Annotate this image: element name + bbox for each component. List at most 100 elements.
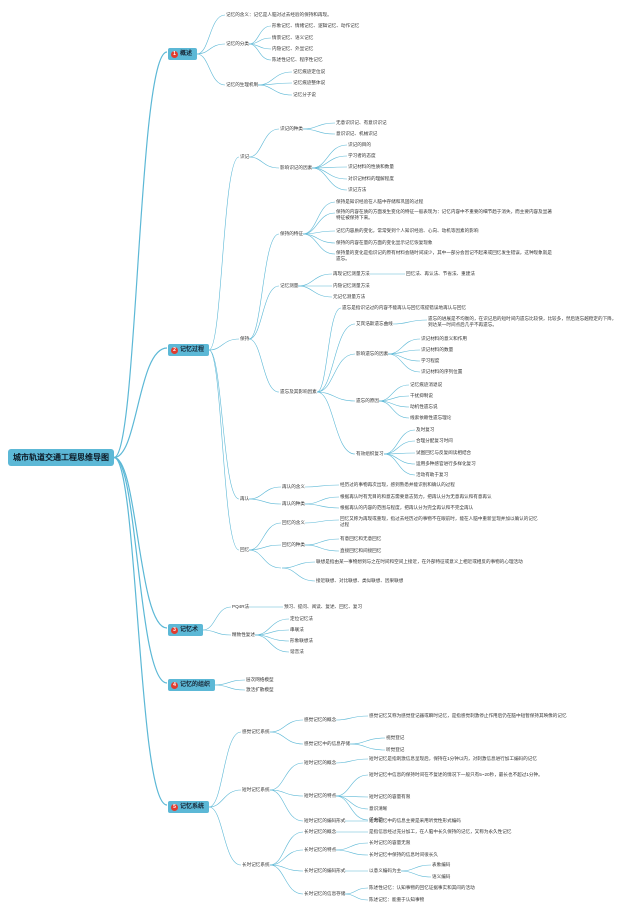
node-s3[interactable]: 长时记忆系统 [242,862,270,867]
node-a3c[interactable]: 记忆分子说 [293,92,316,97]
node-s12a[interactable]: 视觉登记 [386,735,405,740]
node-b21a[interactable]: 保持是知识经验在人脑中存储和巩固的过程 [336,199,424,204]
node-a2[interactable]: 记忆的分类 [226,41,249,46]
node-s2[interactable]: 短时记忆系统 [242,787,270,792]
node-b3[interactable]: 再认 [240,496,250,501]
node-b23d[interactable]: 遗忘的原因 [356,398,379,403]
node-b21c[interactable]: 记忆内容质的变化，常常受到个人知识经验、心向、动机等因素的影响 [336,228,479,233]
node-b32b[interactable]: 根据再认的内容的范围与程度，把再认分为完全再认和不完全再认 [340,505,474,510]
node-b23c4[interactable]: 识记材料的序列位置 [421,369,463,374]
node-b12c[interactable]: 识记材料的性质和数量 [348,164,394,169]
node-b23d1[interactable]: 记忆痕迹消退说 [410,382,443,387]
node-b41[interactable]: 回忆的含义 [282,520,305,525]
node-b23[interactable]: 遗忘及其影响因素 [280,389,317,394]
node-b12d[interactable]: 对识记材料的理解程度 [348,176,394,181]
node-s22a[interactable]: 短时记忆中信息的保持时间在不复述的情况下一般只有5~20秒，最长也不超过1分钟。 [369,772,543,777]
node-o2[interactable]: 激活扩散模型 [246,687,274,692]
node-s34[interactable]: 长时记忆的信息存储 [304,891,346,896]
node-b23b1[interactable]: 遗忘的进展是不均衡的，在识记后的短时间内遗忘比较快，比较多，然后逐忘越稳定的下降… [428,316,617,327]
node-s1[interactable]: 感觉记忆系统 [242,729,270,734]
node-s34a[interactable]: 陈述性记忆：认知事物的回忆证据事实和其间的活动 [369,885,475,890]
node-b32[interactable]: 再认的种类 [282,501,305,506]
node-s33a1[interactable]: 表象编码 [432,862,451,867]
node-b23d4[interactable]: 线索依赖性遗忘理论 [410,415,452,420]
node-b21e[interactable]: 保持量的变化是指识记的原有材料会随时间减少，其中一部分会因记不起来或回忆发生错误… [336,250,552,261]
node-b23e3[interactable]: 试图回忆与反复阅读相结合 [416,450,472,455]
node-b43a[interactable]: 联想是指由某一事物想到与之在时间和空间上接近，在外部特征或意义上相近或相反的事物… [316,559,523,564]
node-b23b[interactable]: 艾宾浩斯遗忘曲线 [356,321,393,326]
node-m2[interactable]: 精致性复述 [232,632,255,637]
node-b21d[interactable]: 保持的内容在量的方面的变化显示记忆恢复现象 [336,240,433,245]
node-a2d[interactable]: 陈述性记忆、程序性记忆 [272,57,323,62]
node-s33[interactable]: 长时记忆的编码形式 [304,868,346,873]
node-s31[interactable]: 长时记忆的概念 [304,829,337,834]
node-b1[interactable]: 识记 [240,154,250,159]
node-b31[interactable]: 再认的含义 [282,484,305,489]
node-a3b[interactable]: 记忆痕迹整体说 [293,80,326,85]
node-s12[interactable]: 感觉记忆中的信息存储 [304,741,350,746]
node-b22a1[interactable]: 回忆法、再认法、节省法、重建法 [406,271,475,276]
node-a3[interactable]: 记忆的生理机制 [226,82,259,87]
node-s32a[interactable]: 长时记忆的容量无限 [369,840,411,845]
node-m2b[interactable]: 串联法 [290,627,304,632]
node-b42[interactable]: 回忆的种类 [282,542,305,547]
node-b2[interactable]: 保持 [240,336,250,341]
node-s33a2[interactable]: 语义编码 [432,874,451,879]
node-s21a[interactable]: 短时记忆是指刺激信息呈现后，保持在1分钟以内，对刺激信息进行加工编码的记忆 [369,756,537,761]
node-b22a[interactable]: 再现记忆测量方法 [333,271,370,276]
node-s32[interactable]: 长时记忆的特点 [304,847,337,852]
node-b23c3[interactable]: 学习程度 [421,358,440,363]
node-b12e[interactable]: 识记方法 [348,187,367,192]
node-b42a[interactable]: 有意回忆和无意回忆 [340,536,382,541]
node-b11a[interactable]: 无意识识记、有意识识记 [336,120,387,125]
node-b21b[interactable]: 保持的内容在质的方面发生变化的特征一般表现为：记忆内容中不重要的细节趋于消失，而… [336,209,552,220]
node-b32a[interactable]: 根据再认时有无目的和意志需要意志努力，把再认分为无意再认和有意再认 [340,494,492,499]
node-s11[interactable]: 感觉记忆的概念 [304,717,337,722]
node-m2a[interactable]: 定位记忆法 [290,616,313,621]
node-b23e2[interactable]: 合理分配复习时间 [416,438,453,443]
node-b4[interactable]: 回忆 [240,547,250,552]
node-a1[interactable]: 记忆的含义：记忆是人脑对过去经验的保持和再现。 [226,12,332,17]
node-b21[interactable]: 保持的特征 [280,231,303,236]
node-b23c2[interactable]: 识记材料的数量 [421,347,454,352]
node-s12b[interactable]: 听觉登记 [386,747,405,752]
node-s34b[interactable]: 陈述记忆：能重于认知事物 [369,897,425,902]
node-s31a[interactable]: 是指信息经过充分加工，在人脑中长久保持的记忆，又称为永久性记忆 [369,829,512,834]
root-node[interactable]: 城市轨道交通工程思维导图 [8,449,114,466]
node-b41a[interactable]: 回忆又称为再现或重现，指过去经历过的事物不在眼前时，能在人脑中重新呈现并加以确认… [340,516,538,527]
node-b22[interactable]: 记忆测量 [280,283,299,288]
node-m1a[interactable]: 预习、提问、阅读、复述、回忆、复习 [284,604,363,609]
node-b23e5[interactable]: 活动有助于复习 [416,472,449,477]
node-b31a[interactable]: 经历过的事物再次出现，感到熟悉并能识别和确认的过程 [340,482,455,487]
node-b11[interactable]: 识记的种类 [280,126,303,131]
node-b12b[interactable]: 学习者的态度 [348,153,376,158]
node-b22c[interactable]: 元记忆测量方法 [333,294,366,299]
node-s11a[interactable]: 感觉记忆又称为感觉登记器或瞬时记忆，是指感觉刺激停止作用后仍在脑中短暂保持其映像… [369,713,567,718]
node-s23a[interactable]: 短时记忆中的信息主要是采用听觉性形式编码 [369,818,461,823]
node-s33a[interactable]: 以意义编码为主 [369,868,402,873]
node-b23c1[interactable]: 识记材料的意义和作用 [421,336,467,341]
node-b22b[interactable]: 内隐记忆测量方法 [333,283,370,288]
node-a3a[interactable]: 记忆痕迹定位说 [293,69,326,74]
node-s23[interactable]: 短时记忆的编码形式 [304,818,346,823]
node-b12[interactable]: 影响识记的因素 [280,165,313,170]
node-a2c[interactable]: 内隐记忆、外显记忆 [272,46,314,51]
node-s21[interactable]: 短时记忆的概念 [304,760,337,765]
node-b23d3[interactable]: 动机性遗忘说 [410,404,438,409]
node-s22c[interactable]: 意识清晰 [369,806,388,811]
node-a2b[interactable]: 情景记忆、语义记忆 [272,35,314,40]
node-m2c[interactable]: 形象联想法 [290,638,313,643]
node-b12a[interactable]: 识记的目的 [348,142,371,147]
node-s22[interactable]: 短时记忆的特点 [304,793,337,798]
node-m1[interactable]: PQ4R法 [232,604,250,609]
node-m2d[interactable]: 谐音法 [290,649,304,654]
node-b23d2[interactable]: 干扰抑制说 [410,393,433,398]
node-b23c[interactable]: 影响遗忘的因素 [356,351,389,356]
node-b11b[interactable]: 意识识记、机械识记 [336,131,378,136]
node-s32b[interactable]: 长时记忆中保持的信息时间很长久 [369,852,438,857]
node-b23e[interactable]: 有效组织复习 [356,451,384,456]
